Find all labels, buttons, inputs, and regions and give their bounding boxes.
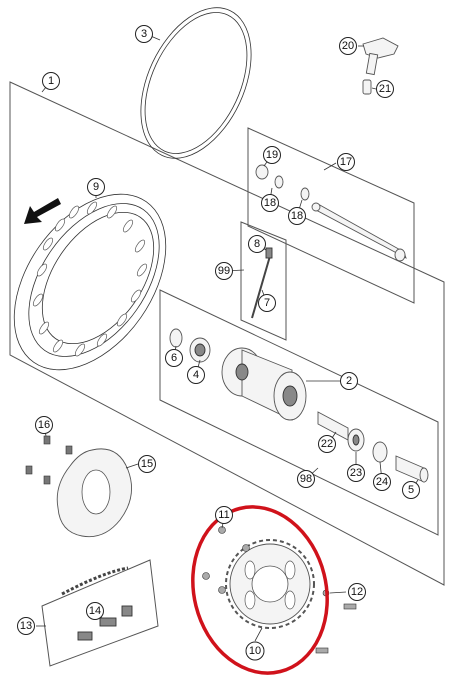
svg-text:11: 11	[218, 509, 229, 521]
svg-text:4: 4	[193, 369, 199, 381]
chain-panel-13	[41, 559, 159, 667]
svg-text:7: 7	[264, 297, 270, 309]
callout-20[interactable]: 20	[339, 37, 357, 55]
svg-text:1: 1	[48, 75, 54, 87]
tire-3	[140, 7, 252, 159]
svg-text:13: 13	[20, 620, 32, 632]
callout-4[interactable]: 4	[187, 366, 205, 384]
highlight-circle	[191, 505, 329, 675]
hub-2	[221, 347, 307, 421]
callout-6[interactable]: 6	[165, 349, 183, 367]
tire-3-inner	[144, 12, 248, 154]
callout-2[interactable]: 2	[340, 372, 358, 390]
svg-text:24: 24	[376, 476, 388, 488]
spacer-6	[169, 328, 183, 348]
callout-9[interactable]: 9	[87, 178, 105, 196]
callout-17[interactable]: 17	[337, 153, 355, 171]
callout-5[interactable]: 5	[402, 481, 420, 499]
bearing-23	[347, 428, 365, 452]
callout-8[interactable]: 8	[248, 235, 266, 253]
valve-core-21	[362, 79, 372, 95]
axle-17	[311, 202, 407, 262]
svg-text:20: 20	[342, 40, 354, 52]
callout-11[interactable]: 11	[215, 506, 233, 524]
spoke-7	[251, 247, 273, 319]
svg-text:2: 2	[346, 375, 352, 387]
seal-24	[372, 441, 388, 463]
callout-19[interactable]: 19	[263, 146, 281, 164]
callout-22[interactable]: 22	[318, 435, 336, 453]
axle-panel-17	[247, 127, 415, 304]
chain-14	[61, 566, 133, 641]
svg-text:18: 18	[291, 210, 303, 222]
callout-18a[interactable]: 18	[261, 194, 279, 212]
svg-text:6: 6	[171, 352, 177, 364]
svg-text:9: 9	[93, 181, 99, 193]
svg-text:21: 21	[379, 83, 391, 95]
callout-7[interactable]: 7	[258, 294, 276, 312]
callout-1[interactable]: 1	[42, 72, 60, 90]
svg-text:10: 10	[249, 645, 261, 657]
spoke-panel-99	[240, 221, 287, 341]
svg-text:15: 15	[141, 458, 153, 470]
callout-3[interactable]: 3	[135, 25, 153, 43]
callout-18b[interactable]: 18	[288, 207, 306, 225]
svg-text:5: 5	[408, 484, 414, 496]
disc-bolts-16	[25, 435, 73, 485]
bearing-4	[189, 337, 211, 363]
sprocket-bolts-12	[315, 589, 357, 654]
callout-10[interactable]: 10	[245, 641, 265, 661]
svg-text:23: 23	[350, 467, 362, 479]
callout-12[interactable]: 12	[348, 583, 366, 601]
callout-15[interactable]: 15	[138, 455, 156, 473]
brake-disc-15	[56, 448, 133, 538]
svg-text:99: 99	[218, 265, 230, 277]
callout-99[interactable]: 99	[215, 262, 233, 280]
rear-sprocket-10	[225, 539, 315, 629]
callout-14[interactable]: 14	[86, 602, 104, 620]
callout-24[interactable]: 24	[373, 473, 391, 491]
svg-text:14: 14	[89, 605, 101, 617]
svg-text:3: 3	[141, 28, 147, 40]
svg-text:8: 8	[254, 238, 260, 250]
svg-text:22: 22	[321, 438, 333, 450]
svg-text:12: 12	[351, 586, 363, 598]
callout-16[interactable]: 16	[35, 416, 53, 434]
svg-text:16: 16	[38, 419, 50, 431]
valve-tool-20	[362, 37, 399, 76]
callout-21[interactable]: 21	[376, 80, 394, 98]
sprocket-nuts-11	[202, 526, 250, 594]
svg-text:17: 17	[340, 156, 352, 168]
callout-23[interactable]: 23	[347, 464, 365, 482]
callout-98[interactable]: 98	[297, 470, 315, 488]
callout-13[interactable]: 13	[17, 617, 35, 635]
direction-arrow-icon	[24, 198, 61, 224]
bushing-5	[395, 455, 429, 483]
washers-18-19	[255, 164, 310, 201]
svg-text:98: 98	[300, 473, 312, 485]
rim-9	[13, 193, 167, 371]
svg-text:19: 19	[266, 149, 278, 161]
svg-text:18: 18	[264, 197, 276, 209]
